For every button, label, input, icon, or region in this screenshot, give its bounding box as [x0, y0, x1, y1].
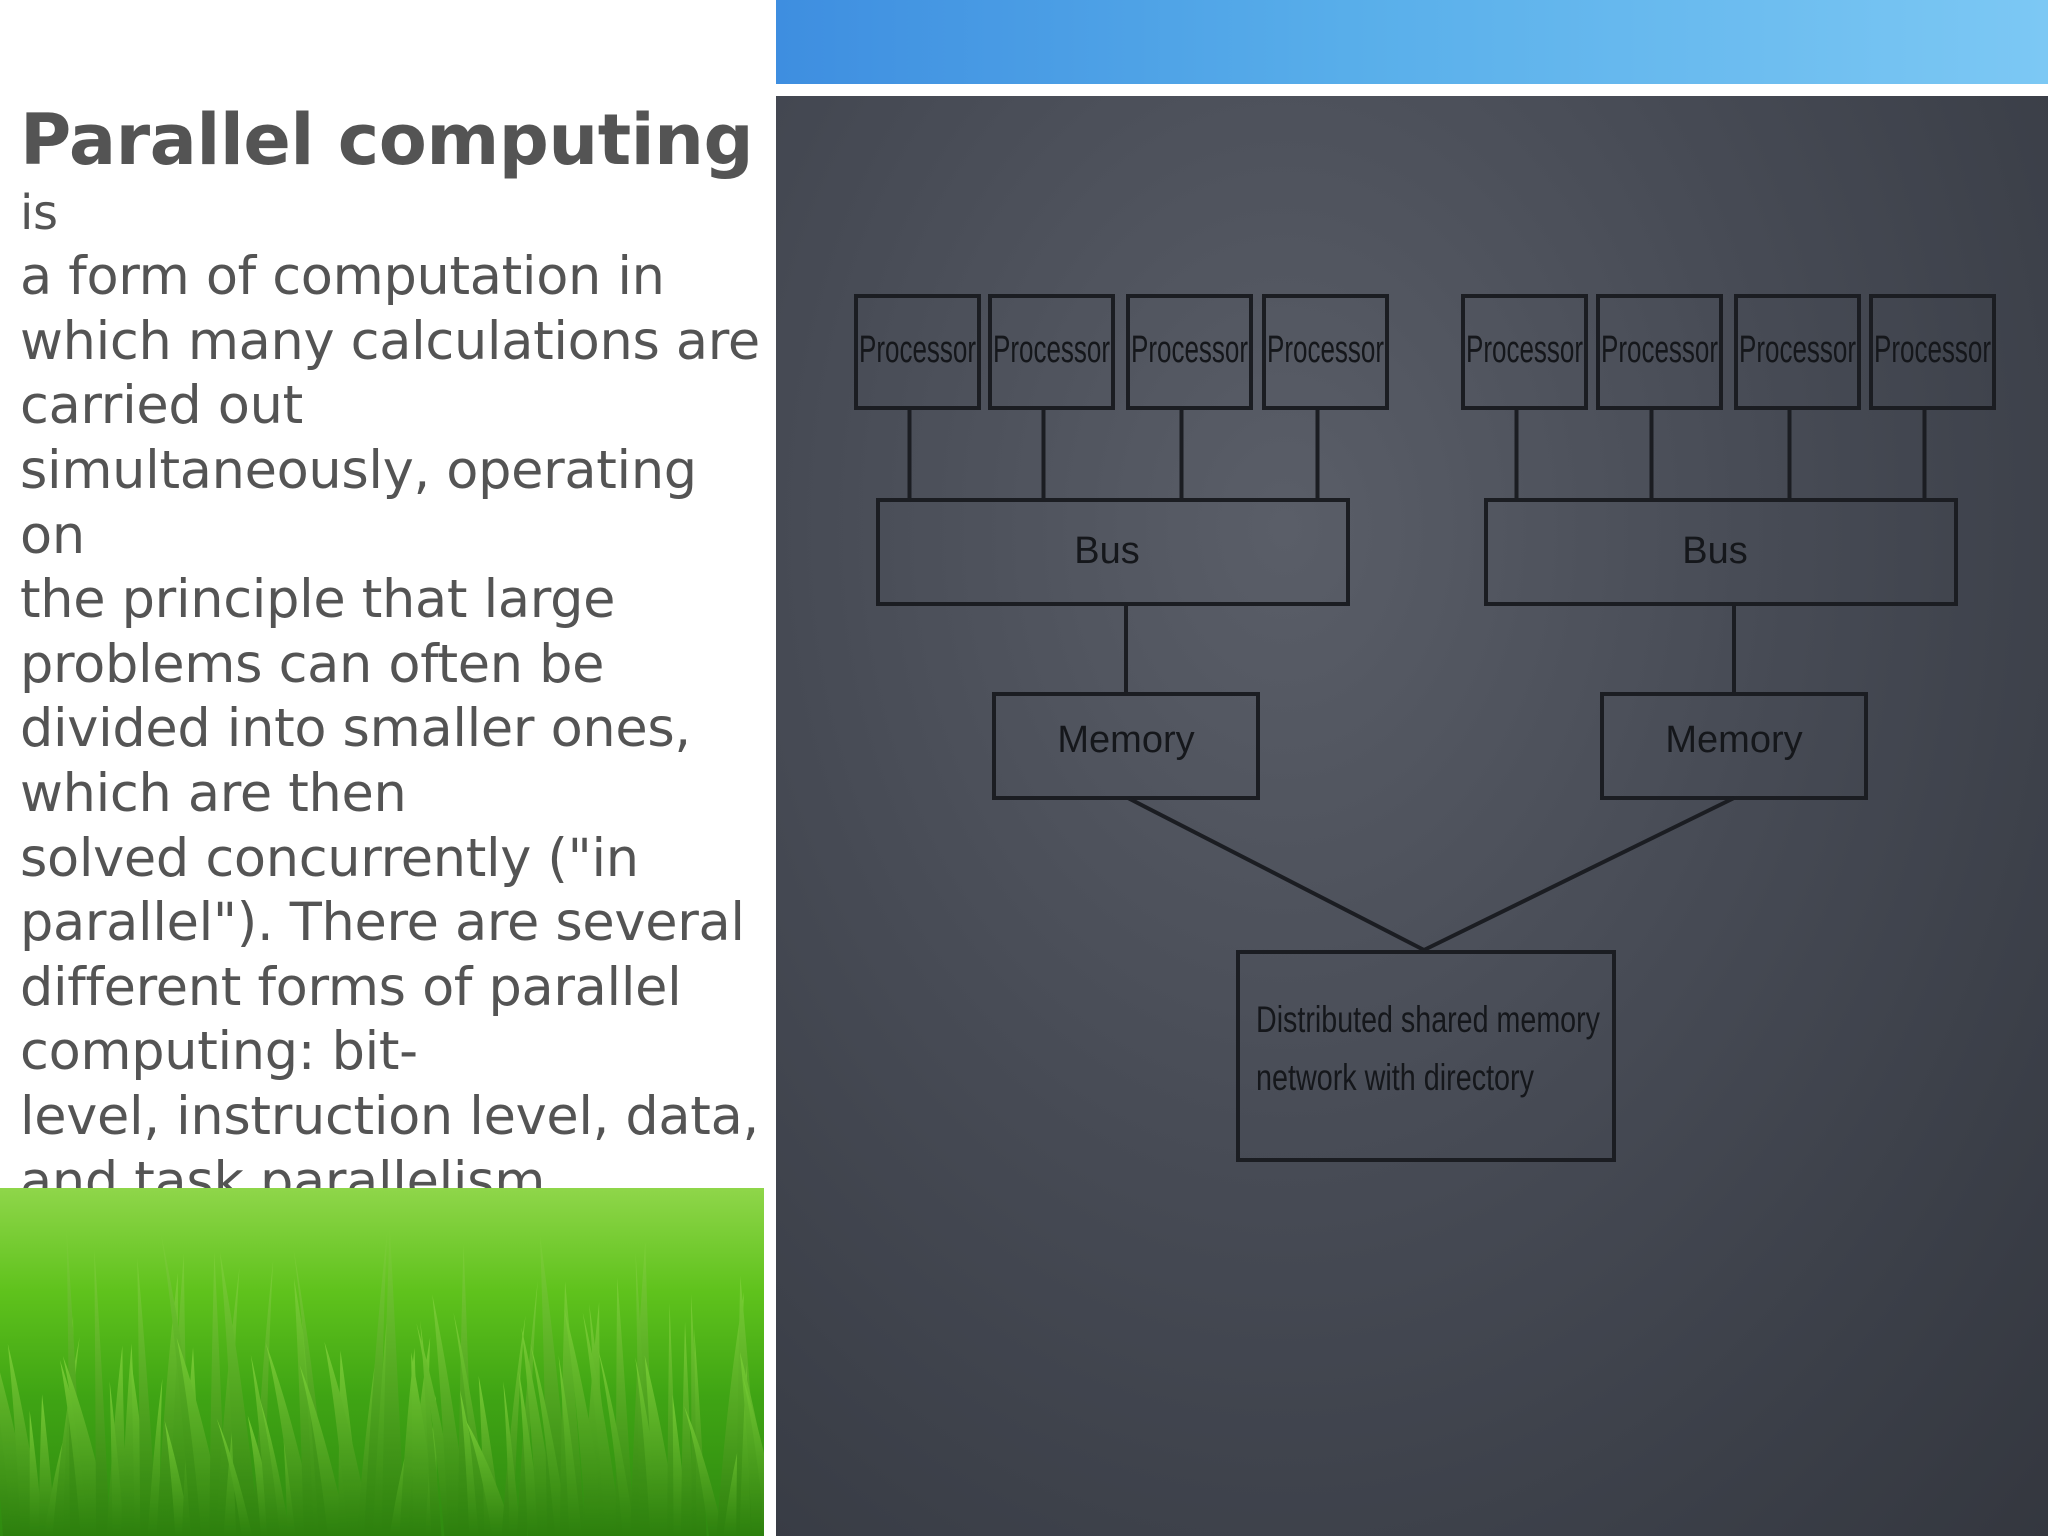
- grass-blade: [598, 1349, 636, 1536]
- processor-label: Processor: [1267, 329, 1384, 371]
- lead-term: Parallel computing: [20, 99, 754, 181]
- processor-label: Processor: [1131, 329, 1248, 371]
- grass-blade: [559, 1281, 586, 1536]
- grass-blade: [739, 1351, 764, 1536]
- processor-box: [1126, 294, 1253, 410]
- network-label-line: Distributed shared memory: [1256, 999, 1600, 1040]
- grass-blade: [109, 1381, 125, 1536]
- memory-box: [992, 692, 1260, 800]
- text-line: which many calculations are: [20, 310, 760, 372]
- grass-blade: [94, 1249, 110, 1536]
- text-line: different forms of parallel: [20, 956, 682, 1018]
- memory-network-link: [1423, 796, 1735, 952]
- grass-blade: [219, 1252, 260, 1536]
- grass-blade: [299, 1365, 348, 1536]
- grass-blade: [259, 1398, 290, 1536]
- bus-label: Bus: [1682, 530, 1747, 572]
- grass-blade: [742, 1376, 764, 1521]
- grass-blade: [501, 1315, 526, 1536]
- grass-blade: [558, 1355, 582, 1536]
- grass-blade: [564, 1308, 608, 1536]
- text-line: the principle that large: [20, 569, 616, 631]
- bus-box: [1484, 498, 1958, 606]
- text-line: divided into smaller ones,: [20, 698, 691, 760]
- text-line: solved concurrently ("in: [20, 827, 639, 889]
- lead-suffix: is: [20, 184, 58, 241]
- processor-label: Processor: [1739, 329, 1856, 371]
- grass-blade: [106, 1345, 128, 1536]
- processor-label: Processor: [1601, 329, 1718, 371]
- grass-blade: [582, 1312, 622, 1536]
- grass-blade: [453, 1312, 491, 1536]
- grass-blade: [516, 1280, 538, 1536]
- text-line: which are then: [20, 762, 407, 824]
- description-text: Parallel computing is a form of computat…: [20, 105, 760, 1214]
- processor-box: [1734, 294, 1861, 410]
- text-line: carried out: [20, 375, 303, 437]
- grass-image: [0, 1188, 764, 1536]
- grass-blade: [324, 1341, 372, 1536]
- band-divider: [776, 84, 2048, 96]
- text-line: computing: bit-: [20, 1021, 418, 1083]
- processor-label: Processor: [859, 329, 976, 371]
- grass-blades: [0, 1228, 764, 1536]
- processor-box: [988, 294, 1115, 410]
- memory-label: Memory: [1665, 719, 1802, 761]
- grass-blade: [465, 1420, 515, 1536]
- grass-blade: [363, 1232, 388, 1536]
- text-line: a form of computation in: [20, 246, 665, 308]
- text-line: parallel"). There are several: [20, 892, 745, 954]
- grass-blade: [530, 1343, 569, 1536]
- grass-blade: [250, 1354, 282, 1536]
- top-blue-band: [776, 0, 2048, 84]
- grass-blade: [684, 1406, 724, 1536]
- grass-blade: [137, 1258, 158, 1536]
- memory-label: Memory: [1057, 719, 1194, 761]
- text-line: level, instruction level, data,: [20, 1085, 759, 1147]
- grass-blade: [381, 1228, 405, 1536]
- grass-blade: [680, 1321, 695, 1536]
- grass-blade: [503, 1381, 521, 1536]
- processor-label: Processor: [1874, 329, 1991, 371]
- network-label-line: network with directory: [1256, 1057, 1534, 1098]
- processor-box: [1869, 294, 1996, 410]
- grass-blade: [739, 1364, 751, 1536]
- processor-box: [854, 294, 981, 410]
- processor-label: Processor: [1466, 329, 1583, 371]
- bus-label: Bus: [1074, 530, 1139, 572]
- grass-blade: [216, 1418, 253, 1536]
- processor-box: [1262, 294, 1389, 410]
- processor-box: [1596, 294, 1723, 410]
- processor-box: [1461, 294, 1588, 410]
- text-line: problems can often be: [20, 633, 605, 695]
- processor-label: Processor: [993, 329, 1110, 371]
- memory-network-link: [1127, 796, 1425, 952]
- bus-box: [876, 498, 1350, 606]
- network-box: [1236, 950, 1616, 1162]
- text-line: simultaneously, operating on: [20, 439, 697, 566]
